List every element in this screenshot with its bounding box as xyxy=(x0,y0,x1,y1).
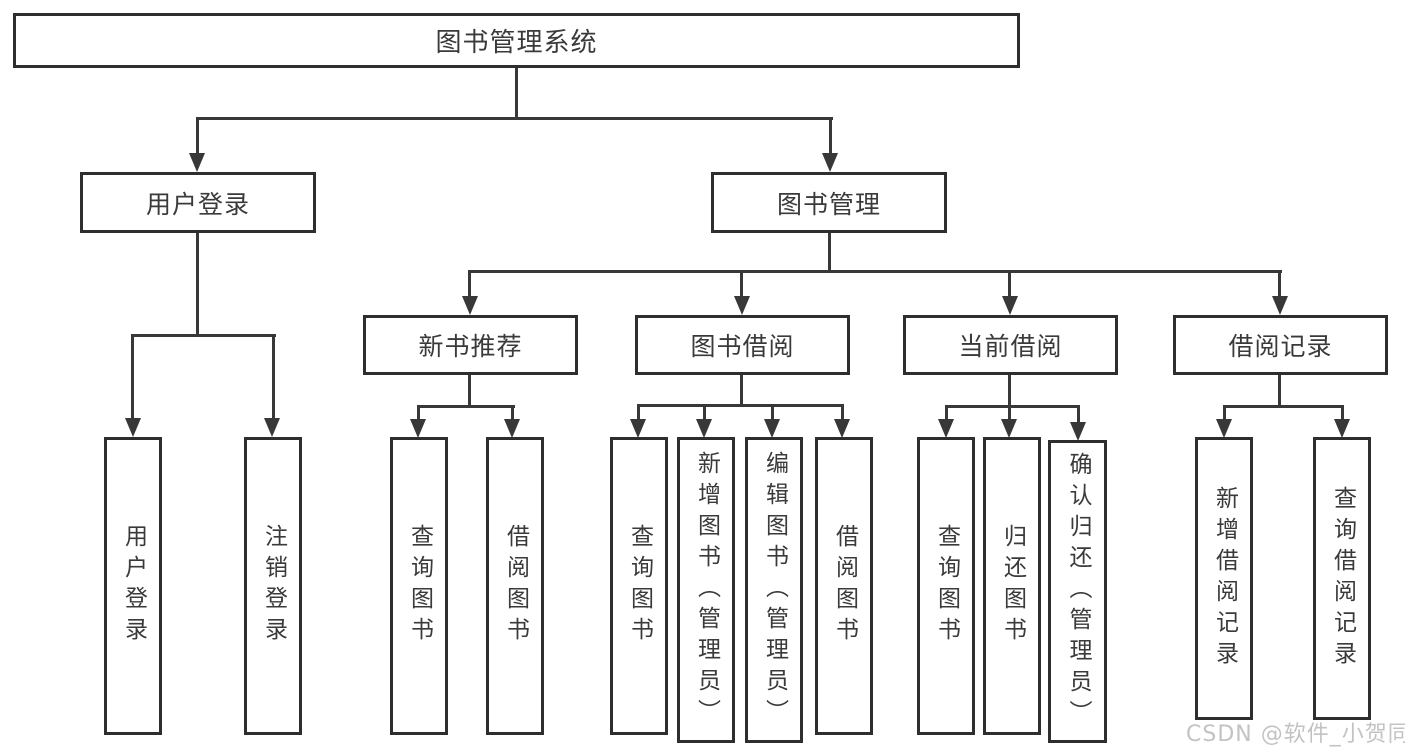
arrowhead-down-icon xyxy=(764,419,780,438)
leaf-add-book-admin: 新增图书（管理员） xyxy=(677,437,735,743)
arrowhead-down-icon xyxy=(822,153,838,172)
connector-line xyxy=(637,404,844,407)
node-current-borrowing-label: 当前借阅 xyxy=(958,332,1063,361)
leaf-confirm-return-admin-label: 确认归还（管理员） xyxy=(1065,452,1091,731)
connector-line xyxy=(1077,405,1080,423)
arrowhead-down-icon xyxy=(189,153,205,172)
connector-line xyxy=(515,66,518,119)
node-new-book-recommend-label: 新书推荐 xyxy=(418,332,523,361)
connector-line xyxy=(468,270,471,300)
leaf-return-books-label: 归还图书 xyxy=(999,524,1026,648)
leaf-user-login: 用户登录 xyxy=(104,437,162,735)
leaf-query-borrow-record-label: 查询借阅记录 xyxy=(1329,485,1356,672)
connector-line xyxy=(637,404,640,421)
connector-line xyxy=(469,270,1282,273)
connector-line xyxy=(196,117,833,120)
leaf-borrow-books-recommend: 借阅图书 xyxy=(486,437,544,735)
arrowhead-down-icon xyxy=(630,419,646,438)
connector-line xyxy=(1341,405,1344,421)
node-book-borrowing: 图书借阅 xyxy=(635,315,850,375)
leaf-borrow-books-borrowing: 借阅图书 xyxy=(815,437,873,735)
connector-line xyxy=(196,117,199,159)
arrowhead-down-icon xyxy=(1070,422,1086,441)
connector-line xyxy=(841,404,844,421)
leaf-query-books-current: 查询图书 xyxy=(917,437,975,735)
leaf-edit-book-admin: 编辑图书（管理员） xyxy=(745,437,803,743)
leaf-confirm-return-admin: 确认归还（管理员） xyxy=(1048,440,1107,743)
leaf-borrow-books-recommend-label: 借阅图书 xyxy=(502,524,529,648)
arrowhead-down-icon xyxy=(504,419,520,438)
connector-line xyxy=(468,373,471,408)
node-book-management-label: 图书管理 xyxy=(776,189,881,219)
arrowhead-down-icon xyxy=(1001,419,1017,438)
arrowhead-down-icon xyxy=(696,419,712,438)
leaf-borrow-books-borrowing-label: 借阅图书 xyxy=(831,524,858,648)
connector-line xyxy=(131,334,134,422)
connector-line xyxy=(417,405,420,421)
leaf-return-books: 归还图书 xyxy=(983,437,1041,735)
connector-line xyxy=(740,270,743,300)
arrowhead-down-icon xyxy=(125,418,141,437)
arrowhead-down-icon xyxy=(734,296,750,315)
connector-line xyxy=(1223,405,1344,408)
connector-line xyxy=(703,404,706,421)
connector-line xyxy=(740,373,743,407)
node-library-system: 图书管理系统 xyxy=(13,13,1020,68)
arrowhead-down-icon xyxy=(1216,419,1232,438)
connector-line xyxy=(1008,405,1011,421)
node-new-book-recommend: 新书推荐 xyxy=(363,315,578,375)
arrowhead-down-icon xyxy=(462,296,478,315)
node-user-login: 用户登录 xyxy=(80,172,316,233)
connector-line xyxy=(828,231,831,272)
arrowhead-down-icon xyxy=(834,419,850,438)
leaf-logout-login-label: 注销登录 xyxy=(260,524,287,648)
connector-line xyxy=(196,231,199,336)
leaf-query-books-borrowing-label: 查询图书 xyxy=(626,524,653,648)
leaf-query-books-borrowing: 查询图书 xyxy=(610,437,668,735)
connector-line xyxy=(1223,405,1226,421)
node-book-borrowing-label: 图书借阅 xyxy=(690,332,795,361)
node-book-management: 图书管理 xyxy=(711,172,947,233)
leaf-add-book-admin-label: 新增图书（管理员） xyxy=(693,450,720,730)
leaf-query-books-recommend-label: 查询图书 xyxy=(406,524,433,648)
connector-line xyxy=(511,405,514,421)
arrowhead-down-icon xyxy=(1002,296,1018,315)
arrowhead-down-icon xyxy=(264,418,280,437)
leaf-add-borrow-record: 新增借阅记录 xyxy=(1195,437,1253,720)
arrowhead-down-icon xyxy=(938,419,954,438)
connector-line xyxy=(131,334,276,337)
connector-line xyxy=(272,334,275,422)
connector-line xyxy=(945,405,948,421)
leaf-query-books-current-label: 查询图书 xyxy=(933,524,960,648)
arrowhead-down-icon xyxy=(1334,419,1350,438)
connector-line xyxy=(417,405,515,408)
leaf-user-login-label: 用户登录 xyxy=(120,524,147,648)
leaf-query-borrow-record: 查询借阅记录 xyxy=(1313,437,1371,720)
node-current-borrowing: 当前借阅 xyxy=(903,315,1118,375)
node-borrowing-records: 借阅记录 xyxy=(1173,315,1388,375)
leaf-query-books-recommend: 查询图书 xyxy=(390,437,448,735)
connector-line xyxy=(771,404,774,421)
arrowhead-down-icon xyxy=(410,419,426,438)
node-borrowing-records-label: 借阅记录 xyxy=(1228,332,1333,361)
arrowhead-down-icon xyxy=(1272,296,1288,315)
node-library-system-label: 图书管理系统 xyxy=(435,28,598,58)
connector-line xyxy=(829,117,832,159)
leaf-logout-login: 注销登录 xyxy=(244,437,302,735)
connector-line xyxy=(1008,373,1011,408)
connector-line xyxy=(945,405,1080,408)
csdn-watermark: CSDN @软件_小贺同学 xyxy=(1186,722,1405,747)
leaf-add-borrow-record-label: 新增借阅记录 xyxy=(1211,485,1238,672)
connector-line xyxy=(1008,270,1011,300)
connector-line xyxy=(1278,373,1281,408)
leaf-edit-book-admin-label: 编辑图书（管理员） xyxy=(761,450,788,730)
node-user-login-label: 用户登录 xyxy=(145,189,250,219)
connector-line xyxy=(1278,270,1281,300)
